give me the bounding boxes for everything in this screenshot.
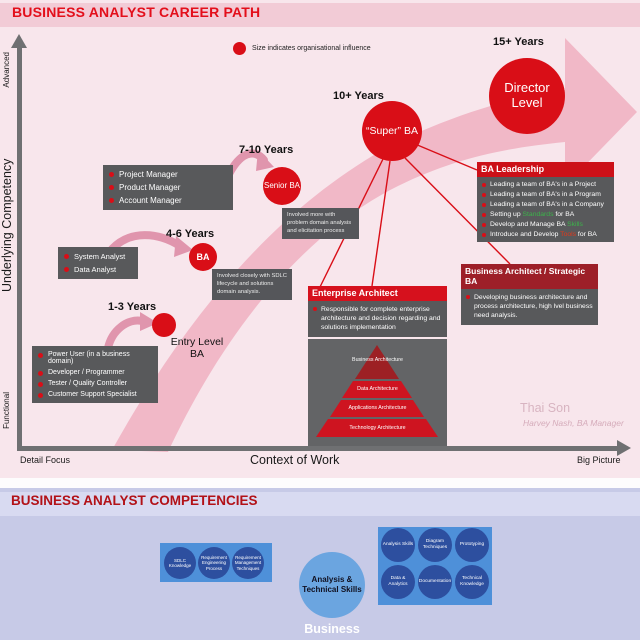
bullet-icon <box>109 185 114 190</box>
business-architect-panel: Business Architect / Strategic BA Develo… <box>461 264 598 325</box>
role-item: Account Manager <box>119 196 182 205</box>
bullet-icon <box>482 193 486 197</box>
bullet-icon <box>64 254 69 259</box>
skill-circle-diagram-techniques: Diagram Techniques <box>418 528 452 562</box>
skill-circle-data-analytics: Data & Analytics <box>381 565 415 599</box>
stage-circle-ba: BA <box>189 243 217 271</box>
stage-circle-super-ba: “Super” BA <box>362 101 422 161</box>
role-item: Product Manager <box>119 183 181 192</box>
bullet-icon <box>313 307 317 311</box>
bullet-icon <box>109 198 114 203</box>
skill-circle-technical-knowledge: Technical Knowledge <box>455 565 489 599</box>
ba-leadership-title: BA Leadership <box>477 162 614 177</box>
y-axis-arrow-icon <box>11 34 27 48</box>
pyramid-layer-applications: Applications Architecture <box>348 404 407 411</box>
y-axis-title: Underlying Competency <box>0 158 14 292</box>
skill-circle-prototyping: Prototyping <box>455 528 489 562</box>
x-axis <box>17 446 619 451</box>
x-axis-arrow-icon <box>617 440 631 456</box>
bullet-icon <box>482 213 486 217</box>
note-sdlc: Involved closely with SDLC lifecycle and… <box>212 269 292 301</box>
leadership-item: Leading a team of BA's in a Project <box>490 181 596 188</box>
business-architect-title: Business Architect / Strategic BA <box>461 264 598 289</box>
stage-years-senior: 7-10 Years <box>239 144 294 156</box>
watermark-author: Thai Son <box>520 401 571 415</box>
role-item: Project Manager <box>119 170 178 179</box>
competencies-slide: BUSINESS ANALYST COMPETENCIES SDLC Knowl… <box>0 488 640 640</box>
stage-circle-entry-level <box>152 313 176 337</box>
note-problem-domain: Involved more with problem domain analys… <box>282 208 359 240</box>
x-axis-right-label: Big Picture <box>577 455 621 465</box>
role-item: System Analyst <box>74 252 126 261</box>
leadership-item: Introduce and Develop Tools for BA <box>490 231 597 238</box>
bullet-icon <box>482 203 486 207</box>
slide2-title-bar <box>0 492 640 516</box>
stage-circle-senior-ba: Senior BA <box>263 167 301 205</box>
role-item: Developer / Programmer <box>48 369 125 376</box>
x-axis-left-label: Detail Focus <box>20 455 71 465</box>
skill-circle-analysis-skills: Analysis Skills <box>381 528 415 562</box>
leadership-item: Leading a team of BA's in a Company <box>490 201 604 208</box>
roles-box-entry-level: Power User (in a business domain) Develo… <box>32 346 158 403</box>
bullet-icon <box>38 353 43 358</box>
roles-box-managers: Project Manager Product Manager Account … <box>103 165 233 210</box>
legend-text: Size indicates organisational influence <box>252 45 371 52</box>
pyramid-icon <box>316 344 438 437</box>
y-axis <box>17 46 22 450</box>
bullet-icon <box>64 267 69 272</box>
ba-leadership-panel: BA Leadership Leading a team of BA's in … <box>477 162 614 242</box>
pyramid-layer-technology: Technology Architecture <box>349 424 406 431</box>
skill-circle-documentation: Documentation <box>418 565 452 599</box>
bullet-icon <box>466 295 470 299</box>
legend-dot-icon <box>233 42 246 55</box>
bullet-icon <box>482 233 486 237</box>
career-path-slide: BUSINESS ANALYST CAREER PATH <box>0 0 640 478</box>
role-item: Customer Support Specialist <box>48 391 137 398</box>
watermark-author-role: Harvey Nash, BA Manager <box>523 418 624 428</box>
enterprise-architect-description: Responsible for complete enterprise arch… <box>321 306 441 332</box>
pyramid-layer-data: Data Architecture <box>357 385 398 392</box>
leadership-item: Leading a team of BA's in a Program <box>490 191 601 198</box>
role-item: Power User (in a business domain) <box>48 351 130 365</box>
skill-circle-req-management: Requirement Management Techniques <box>232 547 264 579</box>
bullet-icon <box>482 223 486 227</box>
stage-label-entry-level: Entry Level BA <box>170 336 224 361</box>
role-item: Tester / Quality Controller <box>48 380 127 387</box>
stage-circle-director: Director Level <box>489 58 565 134</box>
role-item: Data Analyst <box>74 265 117 274</box>
y-axis-bottom-label: Functional <box>2 392 11 429</box>
skill-circle-req-engineering: Requirement Engineering Process <box>198 547 230 579</box>
leadership-item: Setting up Standards for BA <box>490 211 575 218</box>
architecture-pyramid: Business Architecture Data Architecture … <box>308 338 447 446</box>
stage-years-ba: 4-6 Years <box>166 228 215 240</box>
stage-years-director: 15+ Years <box>493 36 544 48</box>
bullet-icon <box>38 382 43 387</box>
roles-box-analysts: System Analyst Data Analyst <box>58 247 138 279</box>
slide1-title: BUSINESS ANALYST CAREER PATH <box>12 4 261 20</box>
stage-years-entry: 1-3 Years <box>108 301 157 313</box>
stage-years-super: 10+ Years <box>333 90 384 102</box>
bullet-icon <box>109 172 114 177</box>
bullet-icon <box>38 393 43 398</box>
x-axis-title: Context of Work <box>250 453 340 467</box>
leadership-item: Develop and Manage BA Skills <box>490 221 583 228</box>
enterprise-architect-panel: Enterprise Architect Responsible for com… <box>308 286 447 446</box>
business-shape-label: Business <box>304 622 360 636</box>
enterprise-architect-title: Enterprise Architect <box>308 286 447 301</box>
slide2-title: BUSINESS ANALYST COMPETENCIES <box>11 493 258 508</box>
business-architect-description: Developing business architecture and pro… <box>474 294 593 320</box>
hub-circle-analysis-technical-skills: Analysis & Technical Skills <box>299 552 365 618</box>
skill-circle-sdlc: SDLC Knowledge <box>164 547 196 579</box>
pyramid-layer-business: Business Architecture <box>352 356 403 363</box>
bullet-icon <box>482 183 486 187</box>
y-axis-top-label: Advanced <box>2 52 11 88</box>
bullet-icon <box>38 371 43 376</box>
slide1-title-bar <box>0 3 640 27</box>
